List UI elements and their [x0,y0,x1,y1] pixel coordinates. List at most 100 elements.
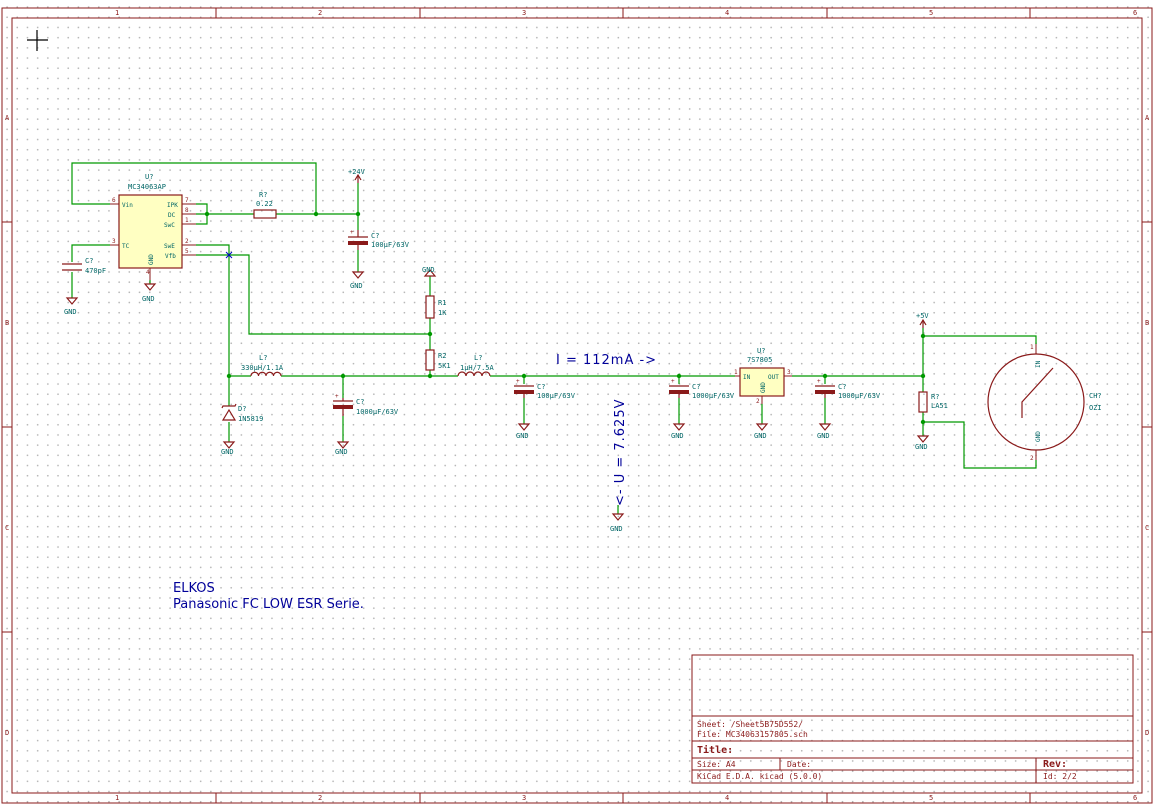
c-tc-value: 470pF [85,267,106,275]
tb-file: File: MC34063157805.sch [697,730,808,739]
frame-row-label-b-right: B [1145,319,1149,327]
gnd-c3[interactable]: GND [671,423,686,440]
frame-row-label-c-right: C [1145,524,1149,532]
ic1-pin-swc-num: 1 [185,217,189,224]
elkos-description: Panasonic FC LOW ESR Serie. [173,597,364,612]
resistor-r2[interactable]: R2 5K1 [425,349,451,371]
gnd-voltage-note-label: GND [610,525,623,533]
gnd-c3-label: GND [671,432,684,440]
gnd-c4[interactable]: GND [817,423,832,440]
title-block: Sheet: /Sheet5B75D552/ File: MC340631578… [691,654,1134,784]
r-led-ref: R? [931,393,939,401]
frame-col-label-5-bottom: 5 [929,794,933,802]
r1-ref: R1 [438,299,446,307]
c4-ref: C? [838,383,846,391]
wires [71,162,1037,469]
svg-text:+: + [516,378,520,385]
r1-value: 1K [438,309,447,317]
ic2-pin-in-num: 1 [734,369,738,376]
ic1-pin-tc-name: TC [122,243,130,250]
diode-value: 1N5819 [238,415,263,423]
power-24v[interactable]: +24V [348,168,366,183]
ic1-pin-gnd-name: GND [148,254,155,265]
r2-value: 5K1 [438,362,451,370]
frame-col-label-3-top: 3 [522,9,526,17]
frame-col-label-2-top: 2 [318,9,322,17]
ic-mc34063[interactable]: U? MC34063AP Vin 6 TC 3 IPK 7 DC 8 SwC 1… [110,173,196,280]
gnd-r1-top-label: GND [422,266,435,274]
gnd-r1-top[interactable]: GND [422,266,437,277]
c3-value: 1000µF/63V [692,392,735,400]
svg-text:+: + [817,378,821,385]
gnd-c1-label: GND [335,448,348,456]
ic1-ref: U? [145,173,153,181]
frame-row-label-c-left: C [5,524,9,532]
tb-date: Date: [787,760,811,769]
gnd-c2[interactable]: GND [516,423,531,440]
gnd-ic2-label: GND [754,432,767,440]
fan-value: OZI [1089,404,1102,412]
frame-row-label-d-left: D [5,729,9,737]
inductor-l2[interactable]: L? 1µH/7.5A [457,354,495,377]
diode-ref: D? [238,405,246,413]
c1-ref: C? [356,398,364,406]
voltage-note: <- U = 7.625V [613,399,628,507]
ic1-pin-vfb-name: Vfb [165,253,176,260]
capacitor-tc[interactable]: C? 470pF [62,257,106,275]
gnd-diode[interactable]: GND [221,441,236,456]
c-top-ref: C? [371,232,379,240]
resistor-led[interactable]: R? LA51 [918,391,948,413]
gnd-r-led[interactable]: GND [915,435,930,451]
gnd-diode-label: GND [221,448,234,456]
r-sense-ref: R? [259,191,267,199]
gnd-voltage-note[interactable]: GND [610,505,625,533]
capacitor-c3[interactable]: + C? 1000µF/63V [669,378,735,400]
ic2-value: 7S7805 [747,356,772,364]
diode-d1[interactable]: D? 1N5819 [221,403,263,423]
sheet-frame [1,7,1153,804]
resistor-sense[interactable]: R? 0.22 [253,191,277,219]
capacitor-c2[interactable]: + C? 100µF/63V [514,378,576,400]
fan-pin-gnd-num: 2 [1030,455,1034,462]
gnd-symbols: GND GND GND GND GND GND GND GND [64,266,930,533]
c-tc-ref: C? [85,257,93,265]
frame-col-label-4-top: 4 [725,9,729,17]
fan-ref: CH? [1089,392,1102,400]
power-5v-label: +5V [916,312,929,320]
gnd-c-tc[interactable]: GND [64,297,79,316]
inductor-l1[interactable]: L? 330µH/1.1A [241,354,284,377]
ic2-pin-in-name: IN [743,374,751,381]
ic2-pin-gnd-num: 2 [756,398,760,405]
ic2-pin-out-num: 3 [787,369,791,376]
capacitor-c1[interactable]: + C? 1000µF/63V [333,393,399,416]
power-5v[interactable]: +5V [916,312,929,328]
c3-ref: C? [692,383,700,391]
resistor-r1[interactable]: R1 1K [425,295,447,319]
frame-col-label-4-bottom: 4 [725,794,729,802]
c-top-value: 100µF/63V [371,241,410,249]
junction-dots [204,211,926,425]
ic-7805[interactable]: U? 7S7805 IN 1 OUT 3 GND 2 [734,347,792,405]
ic2-pin-out-name: OUT [768,374,779,381]
tb-rev: Rev: [1043,759,1067,770]
elkos-title: ELKOS [173,581,215,596]
capacitor-c4[interactable]: + C? 1000µF/63V [815,378,881,400]
frame-col-label-6-bottom: 6 [1133,794,1137,802]
gnd-c-top[interactable]: GND [350,271,365,290]
capacitor-top[interactable]: + C? 100µF/63V [348,229,410,250]
current-note: I = 112mA -> [556,353,657,368]
c2-ref: C? [537,383,545,391]
gnd-c1[interactable]: GND [335,441,350,456]
fan-motor[interactable]: CH? OZI IN 1 GND 2 [987,344,1102,462]
l1-ref: L? [259,354,267,362]
svg-text:+: + [671,378,675,385]
ic1-value: MC34063AP [128,183,166,191]
gnd-ic2[interactable]: GND [754,423,769,440]
ic1-pin-ipk-num: 7 [185,197,189,204]
ic1-pin-vin-name: Vin [122,202,133,209]
gnd-ic1[interactable]: GND [142,283,157,303]
tb-sheet: Sheet: /Sheet5B75D552/ [697,720,803,729]
cursor-crosshair-icon [27,30,48,51]
